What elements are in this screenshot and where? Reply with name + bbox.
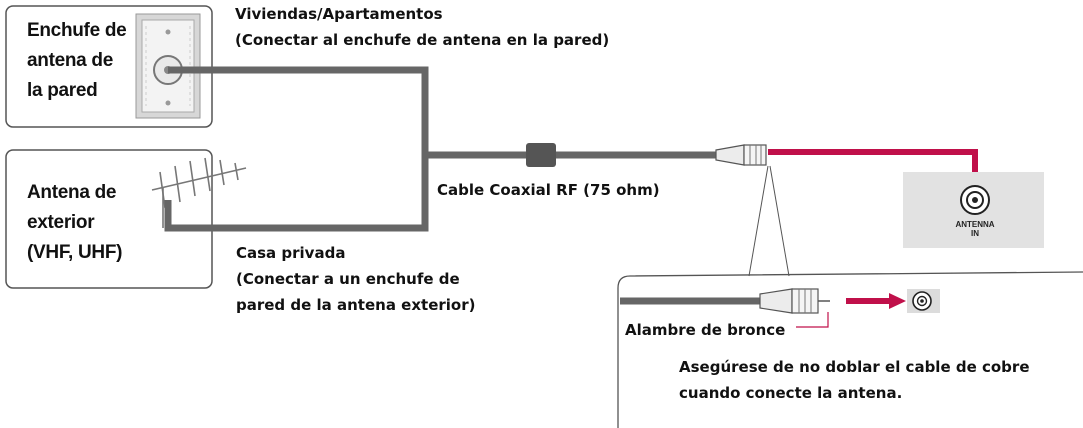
bend-warning-line: Asegúrese de no doblar el cable de cobre: [679, 358, 1030, 376]
house-caption-line: (Conectar a un enchufe de: [236, 270, 460, 288]
outdoor-antenna-title: Antena de exterior (VHF, UHF): [27, 178, 122, 268]
apartment-caption: Viviendas/Apartamentos (Conectar al ench…: [235, 1, 609, 53]
outdoor-antenna-box: [5, 149, 213, 289]
house-caption: Casa privada (Conectar a un enchufe de p…: [236, 240, 475, 318]
antenna-in-label: ANTENNA IN: [951, 220, 999, 238]
cable-label: Cable Coaxial RF (75 ohm): [437, 181, 660, 199]
antenna-port-icon: [960, 185, 990, 215]
arrow-head-icon: [889, 293, 906, 309]
brass-wire-label: Alambre de bronce: [625, 321, 786, 339]
f-connector-icon: [715, 144, 767, 166]
wall-plate-icon: [135, 13, 201, 119]
wall-outlet-title: Enchufe de antena de la pared: [27, 16, 127, 106]
callout-line-right: [769, 165, 790, 277]
bend-warning-note: Asegúrese de no doblar el cable de cobre…: [679, 354, 1030, 406]
house-caption-line: Casa privada: [236, 244, 346, 262]
cable-ferrite: [526, 143, 556, 167]
wire-label-leader: [796, 312, 829, 328]
outdoor-antenna-title-line: (VHF, UHF): [27, 242, 123, 263]
house-caption-line: pared de la antena exterior): [236, 296, 476, 314]
outdoor-antenna-title-line: Antena de: [27, 182, 117, 203]
wall-outlet-title-line: la pared: [27, 80, 98, 101]
coaxial-cable: [164, 66, 720, 232]
detail-f-connector-icon: [759, 288, 830, 314]
wall-outlet-title-line: antena de: [27, 50, 113, 71]
callout-line-left: [748, 165, 769, 277]
antenna-in-label-line: IN: [971, 229, 979, 238]
apartment-caption-line: Viviendas/Apartamentos: [235, 5, 443, 23]
bend-warning-line: cuando conecte la antena.: [679, 384, 903, 402]
antenna-in-label-line: ANTENNA: [955, 220, 995, 229]
yagi-antenna-icon: [151, 157, 247, 228]
apartment-caption-line: (Conectar al enchufe de antena en la par…: [235, 31, 610, 49]
detail-box: [617, 271, 1083, 428]
outdoor-antenna-title-line: exterior: [27, 212, 95, 233]
detail-port-icon: [912, 291, 932, 311]
wall-outlet-title-line: Enchufe de: [27, 20, 127, 41]
